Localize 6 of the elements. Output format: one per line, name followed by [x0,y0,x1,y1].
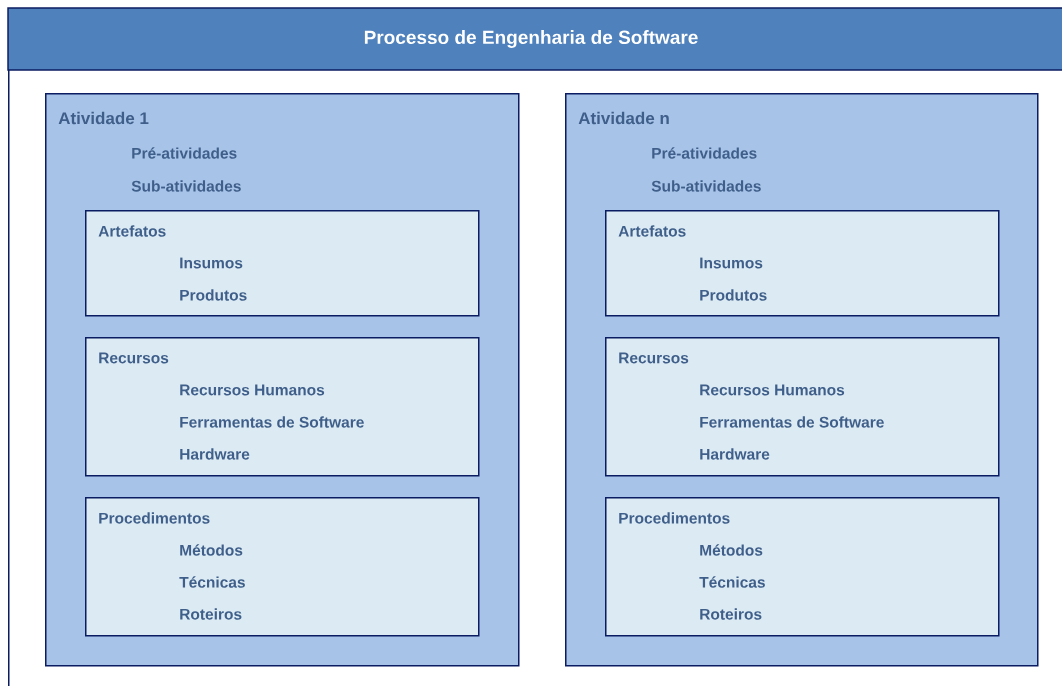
group-box: Procedimentos Métodos Técnicas Roteiros [605,497,1000,637]
group-box: Artefatos Insumos Produtos [605,210,1000,317]
group-box: Procedimentos Métodos Técnicas Roteiros [85,497,480,637]
group-box: Artefatos Insumos Produtos [85,210,480,317]
group-box: Recursos Recursos Humanos Ferramentas de Software Hardware [605,337,1000,477]
group-box: Recursos Recursos Humanos Ferramentas de Software Hardware [85,337,480,477]
